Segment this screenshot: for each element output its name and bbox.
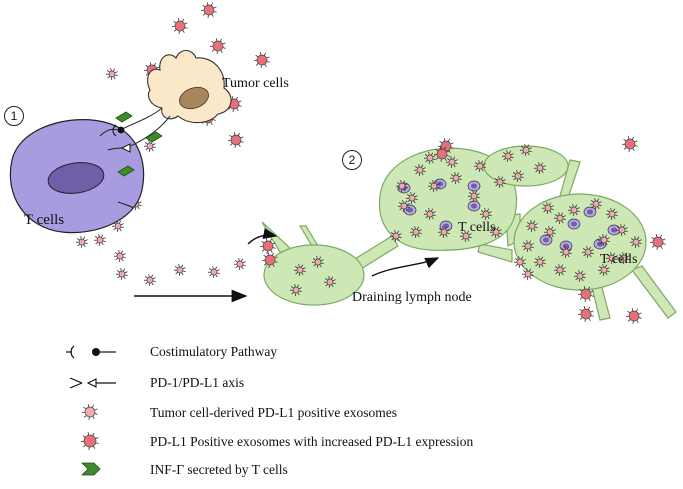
exosome-dark-icon [81, 432, 99, 450]
tumor-cells-label: Tumor cells [222, 76, 289, 92]
exosome-dark [254, 52, 270, 68]
exosome-light [94, 234, 106, 246]
exosome-light [76, 236, 88, 248]
t-cells-label: T cells [24, 212, 64, 229]
step-one-marker: 1 [4, 106, 24, 126]
draining-lymph-node-small [264, 245, 364, 305]
node-arrow [372, 258, 438, 276]
tumor-cell [120, 51, 231, 149]
legend-costimulatory: Costimulatory Pathway [150, 344, 277, 360]
exosome-light-icon [82, 404, 98, 420]
lymphocyte [540, 235, 552, 245]
lymphocyte [468, 181, 480, 191]
exosome-light [106, 68, 118, 80]
inf-gamma-icon [82, 463, 100, 475]
lymphocyte [468, 201, 480, 211]
exosome-dark [650, 234, 666, 250]
exosome-dark [622, 136, 638, 152]
exosome-dark [201, 2, 217, 18]
exosome-light [116, 268, 128, 280]
lymph-vessel [478, 244, 512, 262]
exosome-dark [578, 306, 594, 322]
exosome-dark [172, 18, 188, 34]
exosome-light [174, 264, 186, 276]
exosome-light [234, 258, 246, 270]
step-two-marker: 2 [342, 150, 362, 170]
legend-inf-gamma: INF-Γ secreted by T cells [150, 462, 288, 478]
exosome-light [144, 274, 156, 286]
exosome-dark [210, 38, 226, 54]
exosome-light [114, 250, 126, 262]
exosome-dark [81, 432, 99, 450]
legend-icons [66, 346, 116, 475]
exosome-light [208, 266, 220, 278]
lymph-vessel [632, 266, 676, 318]
costimulatory-pathway-icon [66, 346, 116, 358]
lymphocyte [568, 219, 580, 229]
inf-gamma-molecule [116, 112, 132, 122]
legend-exosome-light: Tumor cell-derived PD-L1 positive exosom… [150, 405, 397, 421]
exosome-dark [228, 132, 244, 148]
draining-lymph-node-label: Draining lymph node [352, 290, 472, 306]
legend-exosome-dark: PD-L1 Positive exosomes with increased P… [150, 434, 473, 450]
exosome-light [144, 140, 156, 152]
lymph-vessel [300, 226, 318, 246]
t-cells-node2-label: T cells [600, 252, 637, 268]
pd1-pdl1-axis-icon [70, 378, 116, 388]
legend-pd1-pdl1: PD-1/PD-L1 axis [150, 375, 244, 391]
lymphocyte [584, 207, 596, 217]
t-cells-node1-label: T cells [458, 220, 495, 236]
exosome-light [82, 404, 98, 420]
exosome-dark [626, 308, 642, 324]
